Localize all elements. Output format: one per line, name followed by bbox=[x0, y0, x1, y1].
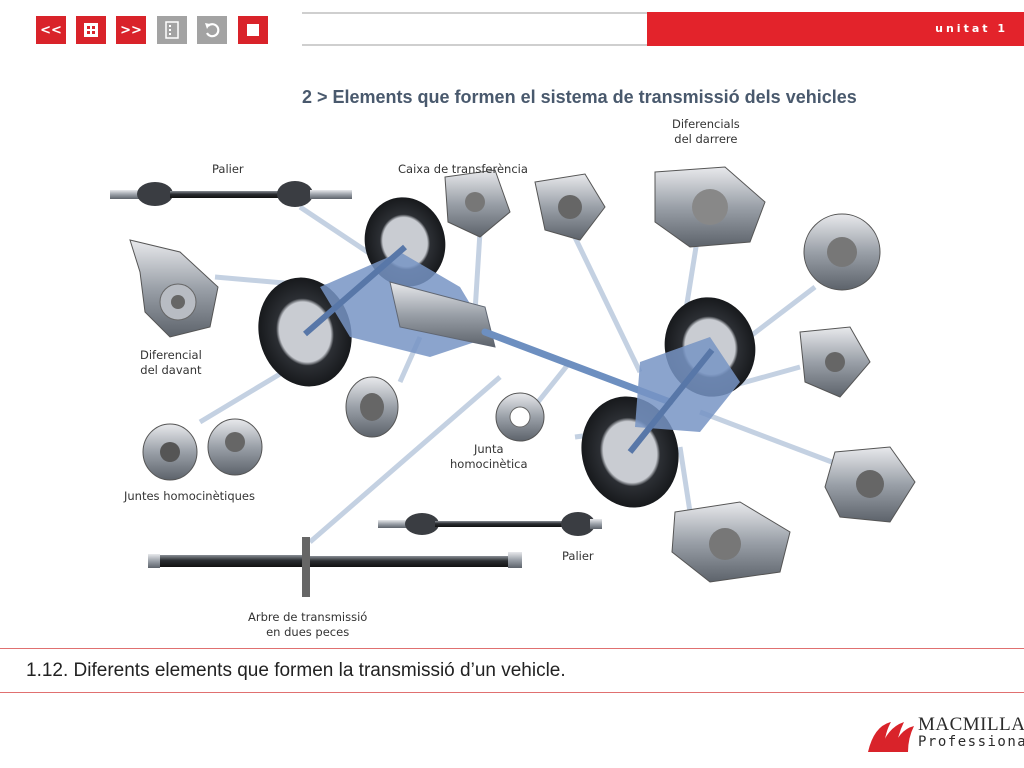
label-arbre-transmissio: Arbre de transmissió en dues peces bbox=[248, 610, 368, 639]
label-caixa-transferencia: Caixa de transferència bbox=[398, 162, 528, 176]
slide-title: 2 > Elements que formen el sistema de tr… bbox=[302, 87, 857, 107]
undo-arrow-icon bbox=[205, 23, 220, 38]
drivetrain-illustration: Palier Caixa de transferència Diferencia… bbox=[100, 112, 930, 647]
previous-label: << bbox=[40, 22, 62, 38]
cv-joint-part bbox=[345, 376, 399, 438]
two-piece-driveshaft bbox=[148, 537, 522, 597]
unit-label: unitat 1 bbox=[935, 22, 1008, 35]
label-juntes-homocinetiques: Juntes homocinètiques bbox=[124, 489, 256, 503]
rear-differential-small-part bbox=[799, 326, 871, 398]
rear-differential-assembly-part bbox=[654, 166, 766, 248]
palier-shaft-bottom bbox=[378, 512, 602, 536]
caption-rule-top bbox=[0, 648, 1024, 649]
label-palier-bottom: Palier bbox=[562, 549, 594, 563]
back-button[interactable] bbox=[197, 16, 227, 44]
label-diferencial-davant: Diferencial del davant bbox=[140, 348, 202, 377]
rear-differential-housing-part bbox=[824, 446, 916, 523]
macmillan-mark-icon bbox=[868, 722, 914, 752]
label-diferencials-darrere: Diferencials del darrere bbox=[672, 117, 740, 146]
logo-name: MACMILLAN bbox=[918, 714, 1024, 735]
unit-header-band: unitat 1 bbox=[647, 12, 1024, 46]
exit-button[interactable] bbox=[238, 16, 268, 44]
cv-joints-pair-part bbox=[142, 418, 263, 481]
previous-button[interactable]: << bbox=[36, 16, 66, 44]
rear-differential-round-part bbox=[803, 213, 881, 291]
transfer-case-part bbox=[444, 169, 511, 238]
label-junta-homocinetica: Junta homocinètica bbox=[450, 442, 528, 471]
palier-shaft-top bbox=[110, 181, 352, 207]
front-differential-part bbox=[129, 239, 219, 338]
list-button[interactable] bbox=[157, 16, 187, 44]
index-button[interactable] bbox=[76, 16, 106, 44]
next-label: >> bbox=[120, 22, 142, 38]
list-icon bbox=[165, 21, 179, 39]
macmillan-logo: MACMILLAN Professional bbox=[866, 712, 1024, 758]
caption-rule-bottom bbox=[0, 692, 1024, 693]
rear-differential-cutaway-part bbox=[534, 173, 606, 241]
label-palier-top: Palier bbox=[212, 162, 244, 176]
logo-sub: Professional bbox=[918, 734, 1024, 750]
figure-caption: 1.12. Diferents elements que formen la t… bbox=[26, 660, 566, 681]
stop-square-icon bbox=[247, 24, 259, 36]
rear-differential-bottom-part bbox=[671, 501, 791, 583]
next-button[interactable]: >> bbox=[116, 16, 146, 44]
grid-dots-icon bbox=[84, 23, 98, 37]
header-rule-top bbox=[302, 12, 648, 14]
cv-joint-center-part bbox=[495, 392, 545, 442]
header-rule-bottom bbox=[302, 44, 648, 46]
drivetrain-drawing bbox=[110, 166, 916, 597]
